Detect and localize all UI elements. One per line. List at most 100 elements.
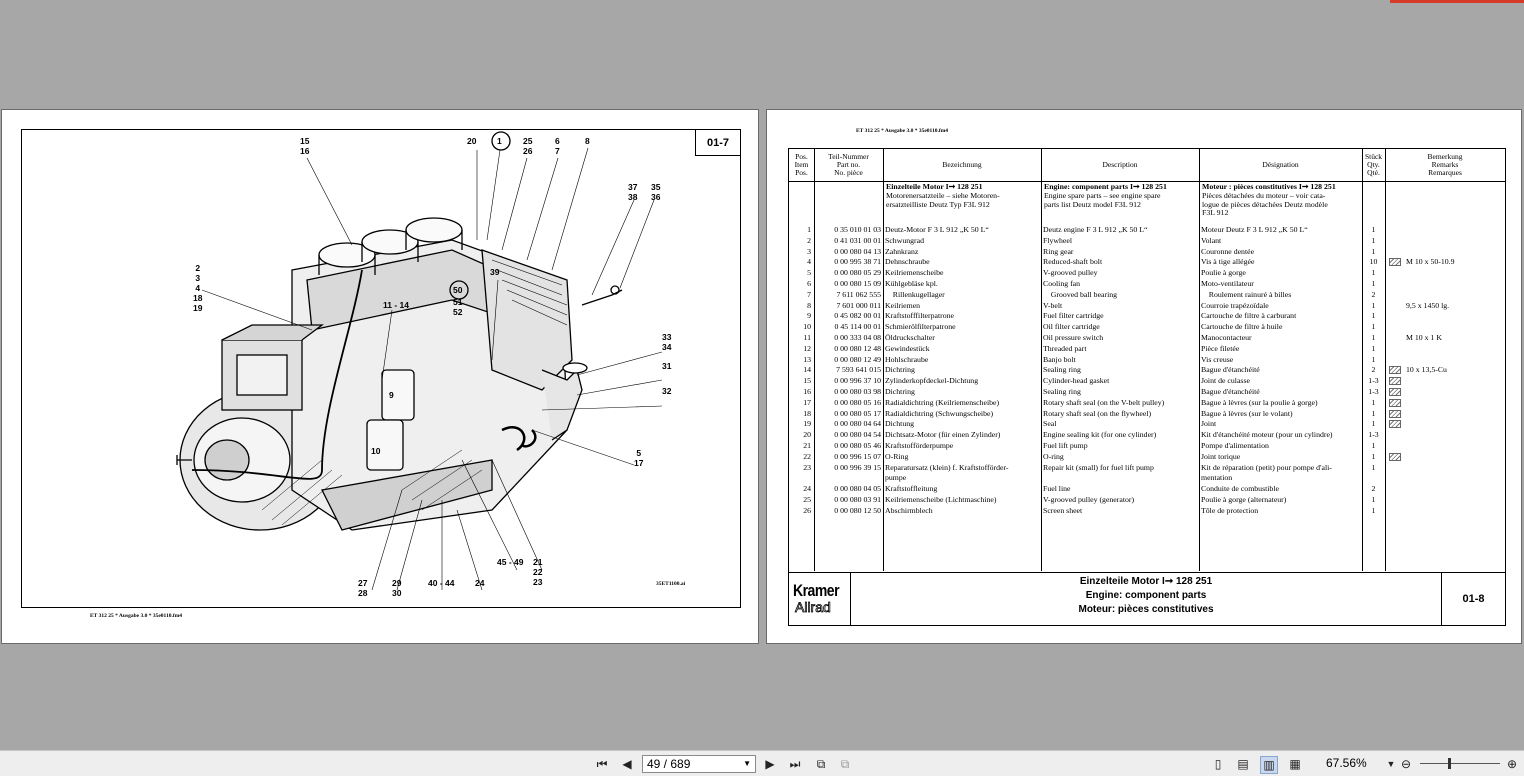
zoom-level[interactable]: 67.56% bbox=[1326, 756, 1367, 770]
table-cell-part: 0 45 114 00 01 bbox=[834, 322, 882, 332]
table-cell-pos: 24 bbox=[803, 484, 811, 494]
table-cell-pos: 26 bbox=[803, 505, 811, 515]
table-cell-qty: 1 bbox=[1371, 246, 1376, 256]
table-cell-qty: 1 bbox=[1371, 322, 1376, 332]
next-page-button[interactable]: ▶ bbox=[765, 757, 775, 771]
table-cell-pos: 5 bbox=[807, 268, 811, 278]
hatch-icon bbox=[1389, 452, 1401, 461]
table-cell-part: 0 00 080 12 48 bbox=[834, 343, 881, 353]
col-header-en: Description bbox=[1102, 160, 1138, 169]
table-cell-de: Kraftstoffleitung bbox=[885, 484, 938, 494]
section-text-fr: Pièces détachées du moteur – voir cata- … bbox=[1202, 191, 1328, 218]
table-cell-de: Keilriemen bbox=[885, 300, 921, 310]
last-page-button[interactable]: ⏭ bbox=[789, 756, 801, 771]
table-cell-pos: 9 bbox=[807, 311, 811, 321]
previous-page-button[interactable]: ◀ bbox=[622, 757, 632, 771]
table-cell-part: 0 00 080 05 16 bbox=[834, 397, 881, 407]
table-cell-part: 0 00 080 05 17 bbox=[834, 408, 881, 418]
table-cell-part: 0 00 080 04 54 bbox=[834, 430, 881, 440]
kramer-logo: Kramer Allrad bbox=[789, 572, 851, 625]
col-header-de: Bezeichnung bbox=[942, 160, 982, 169]
zoom-dropdown-icon[interactable]: ▼ bbox=[1386, 759, 1396, 769]
zoom-out-button[interactable]: ⊖ bbox=[1400, 757, 1412, 771]
table-cell-qty: 1 bbox=[1371, 419, 1376, 429]
table-cell-de: Schwungrad bbox=[885, 235, 924, 245]
table-cell-fr: Tôle de protection bbox=[1201, 505, 1259, 515]
table-cell-de: Kraftstofförderpumpe bbox=[885, 441, 954, 450]
footer-title-fr: Moteur: pièces constitutives bbox=[1078, 604, 1214, 615]
table-cell-qty: 1-3 bbox=[1368, 387, 1379, 396]
go-back-view-button[interactable]: ⧉ bbox=[816, 756, 826, 771]
page-number-input[interactable]: 49 / 689▼ bbox=[642, 755, 756, 773]
table-cell-de: Abschirmblech bbox=[885, 505, 933, 515]
table-cell-pos: 10 bbox=[803, 322, 811, 332]
two-page-continuous-view-icon[interactable]: ▦ bbox=[1289, 757, 1301, 771]
table-cell-de: Dichtring bbox=[885, 387, 915, 396]
table-cell-de: Dichtung bbox=[885, 419, 915, 429]
table-cell-fr: Bague d'étanchéité bbox=[1201, 387, 1260, 396]
table-cell-part: 7 611 062 555 bbox=[836, 289, 881, 299]
table-cell-pos: 20 bbox=[803, 430, 811, 440]
table-cell-fr: Pompe d'alimentation bbox=[1201, 441, 1269, 450]
table-cell-en: Threaded part bbox=[1043, 343, 1087, 353]
two-page-view-icon[interactable]: ▥ bbox=[1260, 756, 1278, 774]
table-cell-qty: 1 bbox=[1371, 441, 1376, 450]
table-cell-de: Zylinderkopfdeckel-Dichtung bbox=[885, 376, 979, 386]
first-page-button[interactable]: ⏮ bbox=[596, 756, 608, 771]
col-header-pos: Pos. Item Pos. bbox=[794, 152, 809, 177]
table-cell-pos: 17 bbox=[803, 397, 811, 407]
table-cell-part: 0 00 080 04 05 bbox=[834, 484, 881, 494]
single-page-view-icon[interactable]: ▯ bbox=[1214, 757, 1222, 771]
table-cell-qty: 1-3 bbox=[1368, 376, 1379, 386]
zoom-slider-track[interactable] bbox=[1420, 763, 1500, 764]
page-number-box: 01-7 bbox=[695, 129, 741, 156]
table-cell-pos: 16 bbox=[803, 387, 811, 396]
table-cell-en: Cooling fan bbox=[1043, 279, 1081, 288]
table-cell-fr: Roulement rainuré à billes bbox=[1201, 289, 1292, 299]
footer-title-en: Engine: component parts bbox=[1085, 590, 1207, 601]
table-cell-qty: 10 bbox=[1369, 257, 1378, 267]
table-cell-en: Rotary shaft seal (on the V-belt pulley) bbox=[1043, 397, 1165, 407]
table-cell-fr: Cartouche de filtre à carburant bbox=[1201, 311, 1297, 321]
table-cell-part: 0 00 995 38 71 bbox=[834, 257, 881, 267]
table-cell-pos: 7 bbox=[807, 289, 811, 299]
table-cell-pos: 15 bbox=[803, 376, 811, 386]
continuous-view-icon[interactable]: ▤ bbox=[1237, 757, 1249, 771]
callout: 32 bbox=[662, 386, 672, 396]
zoom-slider-handle[interactable] bbox=[1448, 758, 1451, 769]
table-cell-de: Radialdichtring (Schwungscheibe) bbox=[885, 408, 994, 418]
table-cell-en: Fuel line bbox=[1043, 484, 1071, 494]
col-header-fr: Désignation bbox=[1262, 160, 1299, 169]
table-cell-qty: 2 bbox=[1371, 365, 1376, 375]
table-cell-pos: 1 bbox=[807, 225, 811, 234]
table-cell-en: O-ring bbox=[1043, 451, 1064, 461]
zoom-in-button[interactable]: ⊕ bbox=[1506, 757, 1518, 771]
hatch-icon bbox=[1389, 388, 1401, 396]
table-cell-part: 0 00 080 04 64 bbox=[834, 419, 881, 429]
table-cell-fr: Manocontacteur bbox=[1201, 333, 1252, 342]
col-header-part: Teil-Nummer Part no. No. pièce bbox=[828, 152, 869, 177]
table-cell-part: 0 00 080 05 46 bbox=[834, 441, 881, 450]
table-cell-en: Fuel filter cartridge bbox=[1043, 311, 1104, 321]
table-cell-en: Oil pressure switch bbox=[1043, 333, 1104, 342]
chevron-down-icon: ▼ bbox=[743, 759, 751, 768]
page-header: ET 312 25 * Ausgabe 3.0 * 35e0110.fm4 bbox=[856, 128, 949, 134]
table-cell-fr: Vis à tige allégée bbox=[1201, 257, 1255, 267]
section-title-en: Engine: component parts I➞ 128 251 bbox=[1044, 182, 1167, 191]
hatch-icon bbox=[1389, 258, 1401, 267]
table-cell-en: V-grooved pulley (generator) bbox=[1043, 495, 1135, 504]
table-cell-rem: M 10 x 50-10.9 bbox=[1406, 257, 1455, 267]
table-cell-part: 0 00 996 37 10 bbox=[834, 376, 881, 386]
table-cell-fr: Bague à lèvres (sur le volant) bbox=[1201, 408, 1293, 418]
table-cell-pos: 14 bbox=[803, 365, 811, 375]
table-cell-pos: 12 bbox=[803, 343, 811, 353]
table-cell-fr: Bague à lèvres (sur la poulie à gorge) bbox=[1201, 397, 1318, 407]
table-cell-fr: Pièce filetée bbox=[1201, 343, 1240, 353]
go-forward-view-button[interactable]: ⧉ bbox=[840, 756, 850, 771]
table-cell-de: Radialdichtring (Keilriemenscheibe) bbox=[885, 397, 1000, 407]
callout: 35 36 bbox=[651, 182, 661, 202]
table-cell-qty: 1 bbox=[1371, 343, 1376, 353]
table-cell-en: Sealing ring bbox=[1043, 365, 1081, 375]
callout: 45 - 49 bbox=[497, 557, 524, 567]
table-cell-part: 0 00 080 12 50 bbox=[834, 505, 881, 515]
